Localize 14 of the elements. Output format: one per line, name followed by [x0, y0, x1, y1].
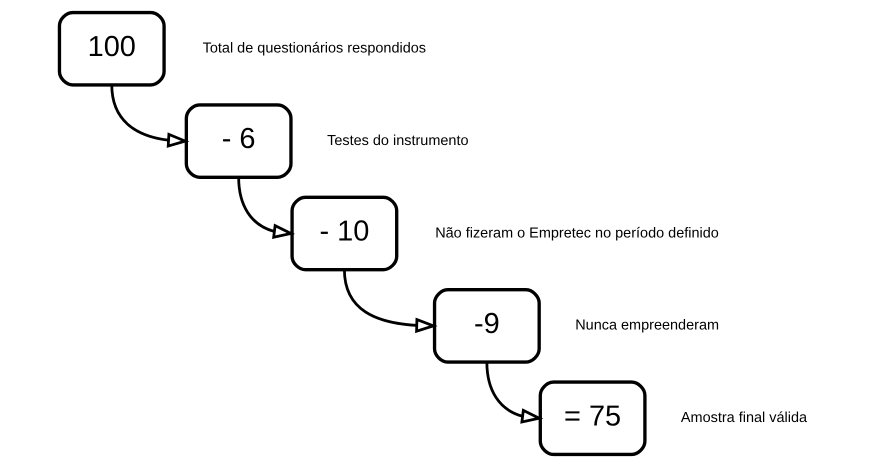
node-box: - 6	[184, 103, 292, 179]
node-box: = 75	[538, 380, 646, 456]
node-label: Nunca empreenderam	[574, 318, 719, 334]
node-box: 100	[57, 10, 166, 87]
arrow	[342, 270, 438, 334]
node-box: - 10	[290, 196, 398, 272]
node-label: Total de questionários respondidos	[202, 40, 426, 57]
arrow	[236, 177, 295, 240]
node-label: Amostra final válida	[680, 410, 807, 426]
node-box: -9	[432, 288, 540, 364]
node-label: Testes do instrumento	[326, 132, 468, 149]
arrow	[110, 84, 189, 148]
arrow	[484, 362, 543, 424]
node-label: Não fizeram o Empretec no período definido	[434, 225, 718, 242]
